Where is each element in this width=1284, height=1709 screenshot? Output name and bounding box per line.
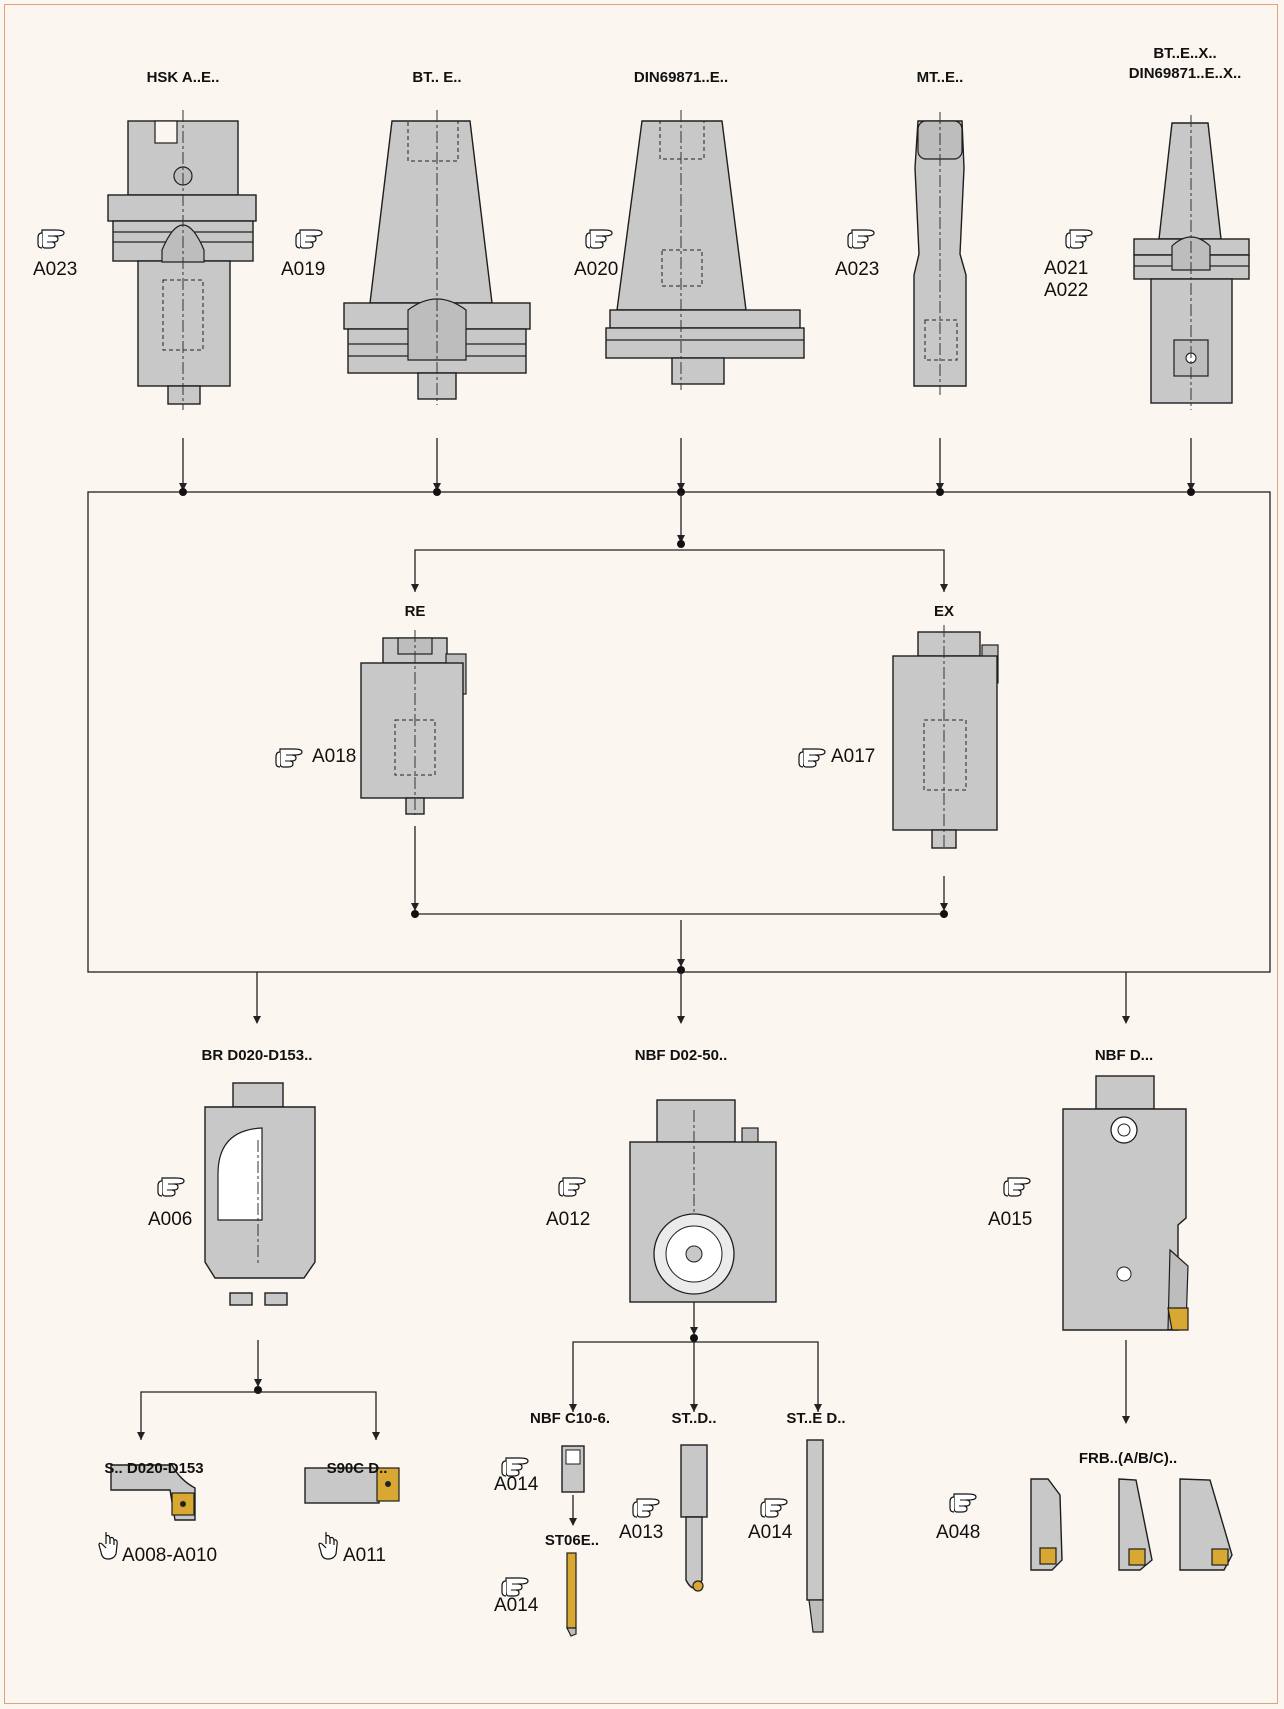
pointing-hand-icon xyxy=(295,229,323,249)
ref-btx-2[interactable]: A022 xyxy=(1044,280,1088,301)
ref-frb[interactable]: A048 xyxy=(936,1522,980,1543)
header-btx-line1: BT..E..X.. xyxy=(1153,45,1216,62)
page-references: A023 A019 A020 A023 A021 A022 A018 A017 … xyxy=(33,229,1093,1616)
pointing-hand-icon xyxy=(1065,229,1093,249)
header-nbf-d: NBF D... xyxy=(1095,1047,1153,1064)
ref-st-e-d[interactable]: A014 xyxy=(748,1522,793,1543)
header-nbf-d02-50: NBF D02-50.. xyxy=(635,1047,728,1064)
header-mt: MT..E.. xyxy=(917,69,964,86)
re-head-drawing xyxy=(360,630,467,815)
ref-st06e[interactable]: A014 xyxy=(494,1595,539,1616)
header-s90c: S90C D.. xyxy=(327,1460,388,1477)
ref-bt[interactable]: A019 xyxy=(281,259,325,280)
header-st-e-d: ST..E D.. xyxy=(786,1410,845,1427)
pointing-hand-icon xyxy=(798,748,826,768)
pointing-hand-icon xyxy=(37,229,65,249)
header-nbf-c10: NBF C10-6. xyxy=(530,1410,610,1427)
pointing-hand-icon xyxy=(157,1177,185,1197)
header-re: RE xyxy=(405,603,426,620)
btx-holder-drawing xyxy=(1133,115,1250,410)
page-border xyxy=(4,4,1278,1704)
ref-br[interactable]: A006 xyxy=(148,1209,192,1230)
ref-hsk[interactable]: A023 xyxy=(33,259,77,280)
s-boring-bar-drawing xyxy=(110,1464,196,1521)
header-st-d: ST..D.. xyxy=(671,1410,716,1427)
header-btx-line2: DIN69871..E..X.. xyxy=(1129,65,1242,82)
ex-head-drawing xyxy=(892,625,999,850)
nbf-c10-drawing xyxy=(561,1445,585,1493)
pointing-hand-icon xyxy=(949,1493,977,1513)
din-holder-drawing xyxy=(605,110,805,390)
finger-press-icon xyxy=(318,1531,338,1560)
pointing-hand-icon xyxy=(760,1498,788,1518)
header-labels: HSK A..E.. BT.. E.. DIN69871..E.. MT..E.… xyxy=(104,45,1241,1549)
header-frb: FRB..(A/B/C).. xyxy=(1079,1450,1177,1467)
ref-s90c[interactable]: A011 xyxy=(343,1545,386,1566)
st06e-bar-drawing xyxy=(566,1552,577,1637)
pointing-hand-icon xyxy=(275,748,303,768)
header-hsk: HSK A..E.. xyxy=(147,69,220,86)
header-bt: BT.. E.. xyxy=(412,69,461,86)
ref-nbf-d[interactable]: A015 xyxy=(988,1209,1032,1230)
ref-mt[interactable]: A023 xyxy=(835,259,879,280)
ref-re[interactable]: A018 xyxy=(312,746,356,767)
pointing-hand-icon xyxy=(847,229,875,249)
ref-din[interactable]: A020 xyxy=(574,259,618,280)
st-e-d-bar-drawing xyxy=(806,1439,824,1633)
header-s: S.. D020-D153 xyxy=(104,1460,203,1477)
frb-inserts-drawing xyxy=(1030,1478,1233,1571)
nbf-d-head-drawing xyxy=(1062,1075,1189,1331)
hsk-holder-drawing xyxy=(107,110,257,410)
ref-ex[interactable]: A017 xyxy=(831,746,875,767)
pointing-hand-icon xyxy=(558,1177,586,1197)
nbf-d02-50-head-drawing xyxy=(629,1099,777,1303)
mt-holder-drawing xyxy=(913,112,967,395)
header-ex: EX xyxy=(934,603,954,620)
st-d-bar-drawing xyxy=(680,1444,708,1592)
pointing-hand-icon xyxy=(632,1498,660,1518)
s90c-boring-bar-drawing xyxy=(304,1467,400,1504)
ref-nbf-d02-50[interactable]: A012 xyxy=(546,1209,590,1230)
pointing-hand-icon xyxy=(1003,1177,1031,1197)
ref-btx-1[interactable]: A021 xyxy=(1044,258,1088,279)
br-head-drawing xyxy=(204,1082,316,1306)
finger-press-icon xyxy=(98,1531,118,1560)
ref-st-d[interactable]: A013 xyxy=(619,1522,663,1543)
pointing-hand-icon xyxy=(585,229,613,249)
ref-s[interactable]: A008-A010 xyxy=(122,1545,217,1566)
header-din: DIN69871..E.. xyxy=(634,69,728,86)
header-st06e: ST06E.. xyxy=(545,1532,599,1549)
header-br: BR D020-D153.. xyxy=(202,1047,313,1064)
ref-nbf-c10[interactable]: A014 xyxy=(494,1474,539,1495)
pointing-hand-icon xyxy=(501,1577,529,1597)
flow-connectors xyxy=(87,438,1271,1526)
bt-holder-drawing xyxy=(343,110,531,405)
